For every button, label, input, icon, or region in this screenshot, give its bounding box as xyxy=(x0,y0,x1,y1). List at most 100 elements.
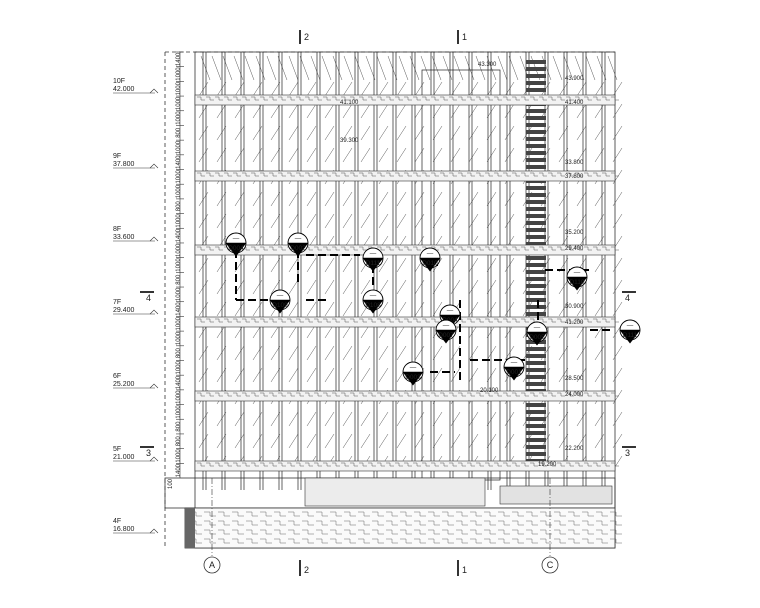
stair-tread xyxy=(526,200,546,204)
hatch-line xyxy=(324,257,335,273)
podium-pattern xyxy=(414,511,426,517)
elevation-label: 33.800 xyxy=(565,160,584,166)
grid-axis-label: C xyxy=(547,560,554,570)
hatch-line xyxy=(486,147,497,163)
detail-tag-pointer xyxy=(402,371,424,386)
level-value: 42.000 xyxy=(113,86,135,93)
hatch-line xyxy=(216,433,227,449)
band-pattern xyxy=(494,318,502,323)
grid-axis-bubble xyxy=(203,556,221,574)
podium-pattern xyxy=(554,529,566,535)
podium-pattern xyxy=(274,511,286,517)
band-pattern xyxy=(521,318,529,323)
podium-pattern xyxy=(330,529,342,535)
podium-pattern xyxy=(344,529,356,535)
podium-pattern xyxy=(540,511,552,517)
hatch-line xyxy=(585,55,596,81)
band-pattern xyxy=(566,246,574,251)
podium-pattern xyxy=(386,538,398,544)
hatch-line xyxy=(306,301,317,317)
stair-tread xyxy=(526,74,546,78)
band-pattern xyxy=(503,462,511,467)
stair-tread xyxy=(526,158,546,162)
band-pattern xyxy=(548,318,556,323)
hatch-line xyxy=(594,213,605,229)
podium-pattern xyxy=(288,520,300,526)
band-pattern xyxy=(278,392,286,397)
hatch-line xyxy=(558,345,569,361)
hatch-line xyxy=(378,147,389,163)
band-pattern xyxy=(611,172,619,177)
hatch-line xyxy=(464,55,475,81)
hatch-line xyxy=(277,55,288,81)
stair-tread xyxy=(526,235,546,239)
dimension-label: 1000 xyxy=(176,287,182,301)
elevation-label: 39.300 xyxy=(340,138,359,144)
hatch-line xyxy=(234,147,245,163)
band-pattern xyxy=(584,172,592,177)
band-pattern xyxy=(260,96,268,101)
podium-pattern xyxy=(246,538,258,544)
detail-tag-sub: — xyxy=(534,324,541,331)
band-pattern xyxy=(440,96,448,101)
stair-tread xyxy=(526,452,546,456)
hatch-line xyxy=(450,345,461,361)
hatch-line xyxy=(233,55,244,81)
hatch-line xyxy=(342,125,353,141)
band-pattern xyxy=(467,96,475,101)
hatch-line xyxy=(504,411,515,427)
detail-tag-pointer xyxy=(566,276,588,291)
hatch-line xyxy=(252,191,263,207)
band-pattern xyxy=(467,462,475,467)
detail-tag-label: D108 xyxy=(365,302,381,309)
dimension-label: 1400 xyxy=(176,52,182,66)
band-pattern xyxy=(197,246,205,251)
section-label: 1 xyxy=(462,32,467,42)
hatch-line xyxy=(216,345,227,361)
band-pattern xyxy=(440,392,448,397)
band-pattern xyxy=(215,392,223,397)
dimension-label: 1000 xyxy=(176,390,182,404)
hatch-line xyxy=(414,433,425,449)
detail-tag-sub: — xyxy=(410,364,417,371)
podium-pattern xyxy=(526,529,538,535)
band-pattern xyxy=(197,172,205,177)
podium-pattern xyxy=(386,520,398,526)
stair-tread xyxy=(526,81,546,85)
podium-pattern xyxy=(526,538,538,544)
band-pattern xyxy=(458,172,466,177)
hatch-line xyxy=(432,213,443,229)
band-pattern xyxy=(377,246,385,251)
band-pattern xyxy=(503,318,511,323)
band-pattern xyxy=(422,392,430,397)
band-pattern xyxy=(575,172,583,177)
podium-stone xyxy=(499,485,613,505)
hatch-line xyxy=(198,213,209,229)
band-pattern xyxy=(242,318,250,323)
hatch-line xyxy=(450,411,461,427)
band-pattern xyxy=(341,96,349,101)
hatch-line xyxy=(504,345,515,361)
band-pattern xyxy=(431,392,439,397)
level-value: 33.600 xyxy=(113,234,135,241)
hatch-line xyxy=(234,81,245,97)
hatch-line xyxy=(432,345,443,361)
hatch-line xyxy=(396,191,407,207)
band-pattern xyxy=(575,318,583,323)
elevation-label: 41.200 xyxy=(565,320,584,326)
band-pattern xyxy=(377,96,385,101)
band-pattern xyxy=(206,96,214,101)
band-pattern xyxy=(224,392,232,397)
band-pattern xyxy=(359,318,367,323)
hatch-line xyxy=(252,147,263,163)
band-pattern xyxy=(296,172,304,177)
band-pattern xyxy=(404,246,412,251)
band-pattern xyxy=(593,246,601,251)
band-pattern xyxy=(512,172,520,177)
hatch-line xyxy=(252,213,263,229)
band-pattern xyxy=(368,172,376,177)
hatch-line xyxy=(396,433,407,449)
band-pattern xyxy=(485,392,493,397)
dimension-label: 800 xyxy=(176,127,182,138)
